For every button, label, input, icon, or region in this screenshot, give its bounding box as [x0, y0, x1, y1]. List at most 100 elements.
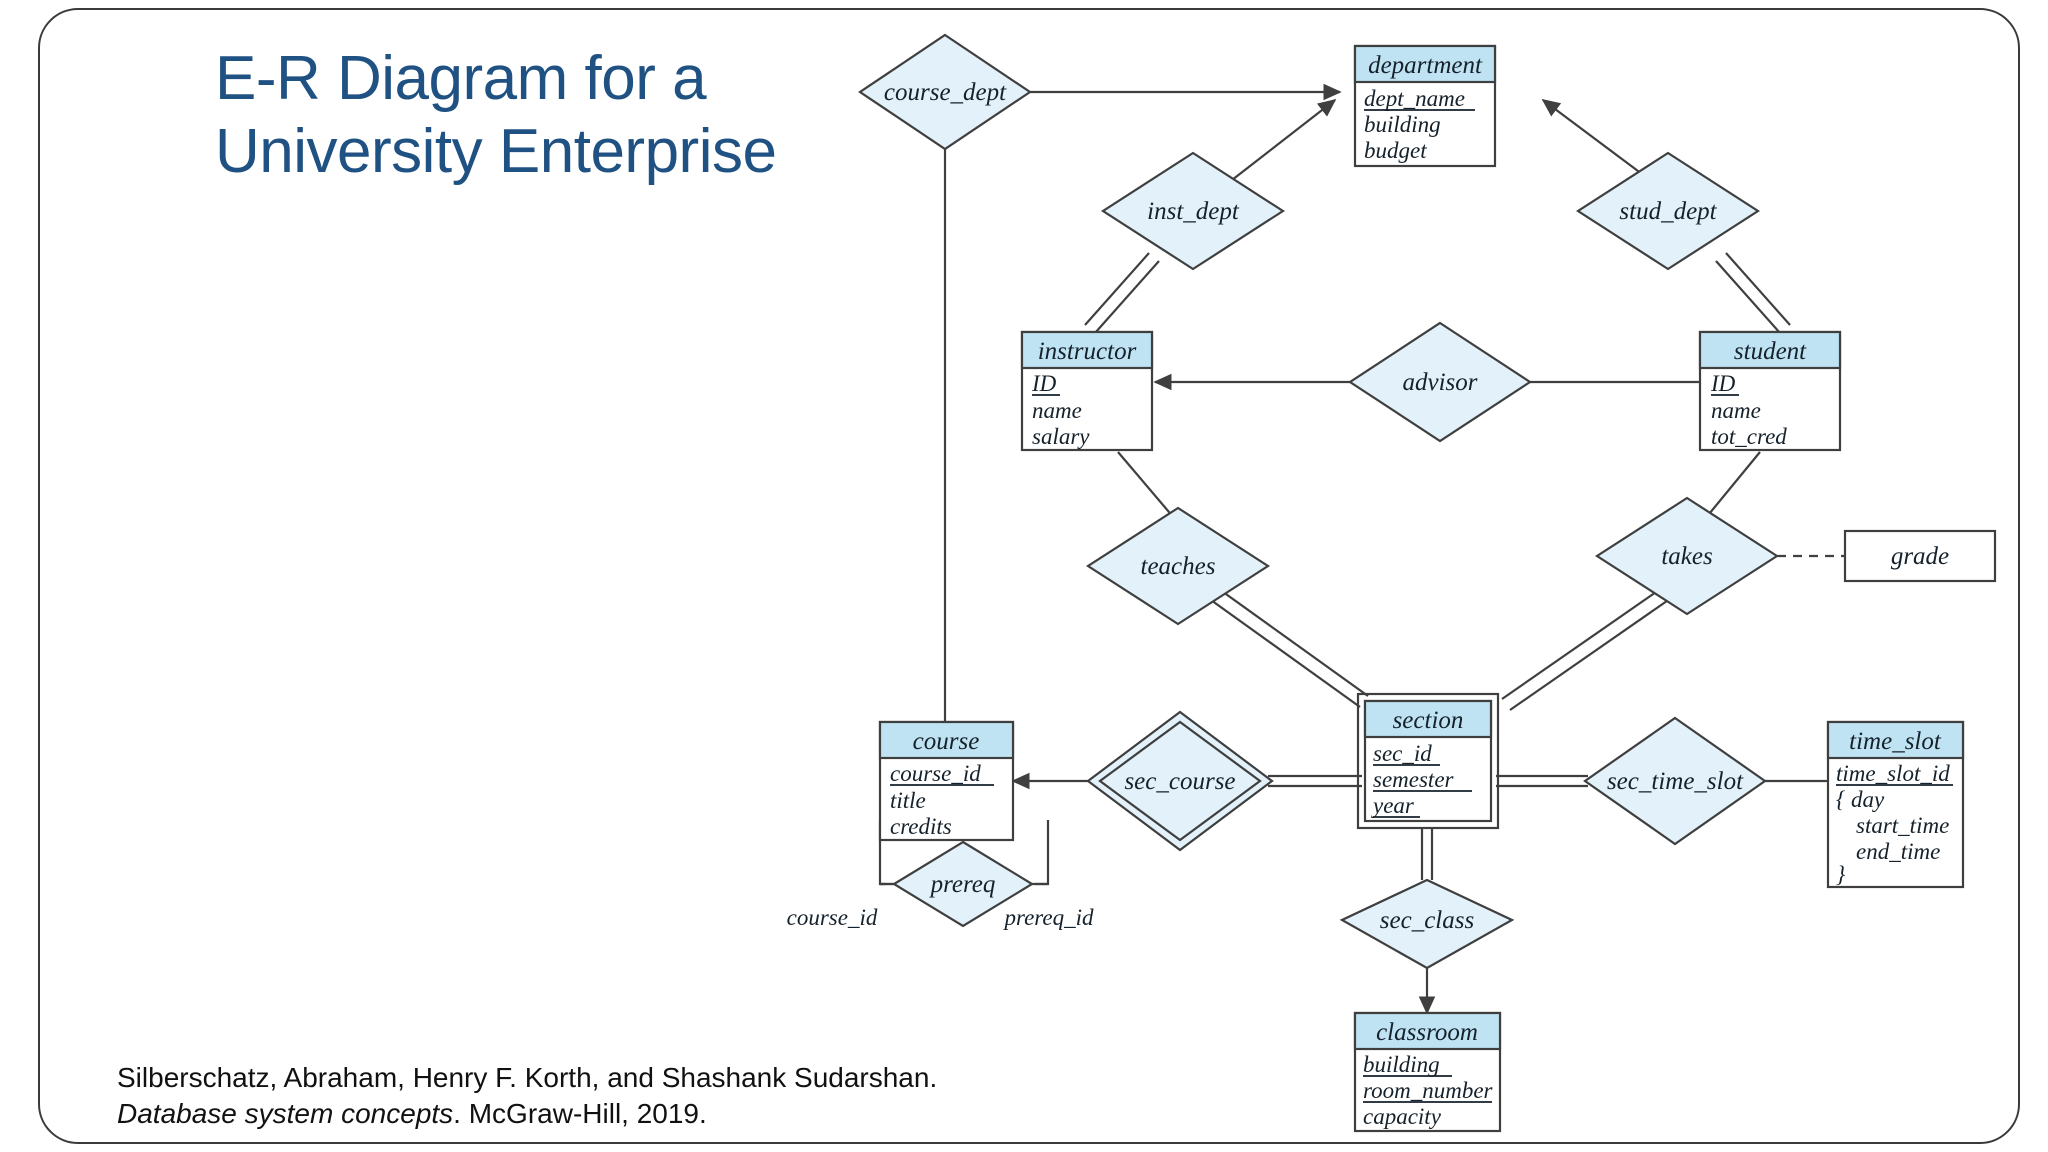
entity-instructor: instructor ID name salary: [1020, 330, 1154, 452]
sec-course-diamond-inner: [1098, 720, 1262, 842]
edge-stud-dept-student-a: [1725, 252, 1791, 326]
department-attr-2: budget: [1364, 138, 1427, 163]
edge-inst-dept-instructor-b: [1094, 260, 1160, 334]
sec-course-label: sec_course: [1124, 768, 1235, 795]
connections: [878, 83, 1845, 1015]
inst-dept-diamond[interactable]: [1100, 151, 1286, 271]
stud-dept-label: stud_dept: [1619, 198, 1717, 225]
citation-book-title: Database system concepts: [117, 1098, 454, 1130]
edge-inst-dept-department: [1231, 98, 1337, 181]
classroom-attr-2: capacity: [1363, 1104, 1442, 1129]
relationship-takes[interactable]: takes: [1594, 496, 1780, 616]
time-slot-header: [1826, 720, 1965, 760]
edge-stud-dept-student-b: [1715, 260, 1781, 334]
citation-authors: Silberschatz, Abraham, Henry F. Korth, a…: [117, 1062, 938, 1093]
sec-time-slot-label: sec_time_slot: [1607, 768, 1744, 795]
course-title: course: [913, 728, 980, 755]
student-attr-2: tot_cred: [1711, 424, 1787, 449]
section-attr-1: semester: [1373, 767, 1455, 792]
section-weak-outer-border: [1356, 692, 1500, 830]
section-attr-0: sec_id: [1373, 741, 1432, 766]
relationship-sec-course[interactable]: sec_course: [1086, 710, 1274, 852]
entity-section: section sec_id semester year: [1356, 692, 1500, 830]
time-slot-attr-2: start_time: [1856, 813, 1949, 838]
sec-time-slot-diamond[interactable]: [1583, 716, 1767, 846]
time-slot-attr-4: }: [1836, 862, 1845, 887]
sec-course-diamond-outer[interactable]: [1086, 710, 1274, 852]
edge-inst-dept-instructor-a: [1084, 252, 1150, 326]
entity-course: course course_id title credits: [878, 720, 1015, 842]
grade-label: grade: [1891, 543, 1949, 570]
course-header: [878, 720, 1015, 760]
department-header: [1353, 44, 1497, 84]
classroom-attr-1: room_number: [1363, 1078, 1494, 1103]
prereq-diamond[interactable]: [891, 840, 1035, 928]
relationship-inst-dept[interactable]: inst_dept: [1100, 151, 1286, 271]
edge-course-prereq-right: [1035, 820, 1050, 886]
instructor-title: instructor: [1038, 338, 1137, 365]
instructor-attr-1: name: [1032, 398, 1082, 423]
relationship-stud-dept[interactable]: stud_dept: [1575, 151, 1761, 271]
instructor-attr-0: ID: [1031, 371, 1057, 396]
student-attr-1: name: [1711, 398, 1761, 423]
entity-classroom: classroom building room_number capacity: [1353, 1011, 1502, 1133]
department-title: department: [1368, 52, 1483, 79]
role-label-prereq-id: prereq_id: [1002, 905, 1094, 930]
student-title: student: [1734, 338, 1807, 365]
citation: Silberschatz, Abraham, Henry F. Korth, a…: [117, 1060, 1017, 1133]
course-attr-1: title: [890, 788, 926, 813]
time-slot-attr-0: time_slot_id: [1836, 761, 1950, 786]
takes-diamond[interactable]: [1594, 496, 1780, 616]
advisor-label: advisor: [1403, 369, 1478, 396]
grade-box: [1843, 529, 1997, 583]
teaches-label: teaches: [1141, 553, 1216, 580]
time-slot-title: time_slot: [1849, 728, 1942, 755]
section-attr-2: year: [1371, 793, 1415, 818]
relationship-sec-class[interactable]: sec_class: [1339, 878, 1515, 970]
advisor-diamond[interactable]: [1347, 321, 1533, 443]
sec-class-label: sec_class: [1380, 907, 1474, 934]
classroom-attr-0: building: [1363, 1052, 1440, 1077]
section-header: [1363, 699, 1493, 739]
classroom-title: classroom: [1376, 1019, 1478, 1046]
sec-class-diamond[interactable]: [1339, 878, 1515, 970]
time-slot-attr-3: end_time: [1856, 839, 1940, 864]
course-dept-diamond[interactable]: [858, 33, 1032, 151]
role-label-course-id: course_id: [787, 905, 878, 930]
teaches-diamond[interactable]: [1085, 506, 1271, 626]
department-attr-0: dept_name: [1364, 86, 1465, 111]
edge-teaches-section-a: [1189, 584, 1361, 708]
student-attr-0: ID: [1710, 371, 1736, 396]
stud-dept-diamond[interactable]: [1575, 151, 1761, 271]
relationship-course-dept[interactable]: course_dept: [858, 33, 1032, 151]
relationship-sec-time-slot[interactable]: sec_time_slot: [1583, 716, 1767, 846]
citation-publisher: . McGraw-Hill, 2019.: [453, 1098, 707, 1130]
takes-label: takes: [1661, 543, 1712, 570]
attribute-grade: grade: [1843, 529, 1997, 583]
course-dept-label: course_dept: [884, 79, 1007, 106]
entity-department: department dept_name building budget: [1353, 44, 1497, 168]
department-attr-1: building: [1364, 112, 1441, 137]
classroom-header: [1353, 1011, 1502, 1051]
relationship-prereq[interactable]: prereq: [891, 840, 1035, 928]
inst-dept-label: inst_dept: [1147, 198, 1240, 225]
prereq-label: prereq: [929, 871, 996, 898]
page-title-line-1: E-R Diagram for a: [215, 44, 707, 113]
course-attr-0: course_id: [890, 761, 981, 786]
edge-stud-dept-department: [1541, 99, 1651, 181]
edge-teaches-section-b: [1197, 573, 1369, 697]
relationship-teaches[interactable]: teaches: [1085, 506, 1271, 626]
edge-takes-section-b: [1501, 573, 1683, 700]
entity-time-slot: time_slot time_slot_id { day start_time …: [1826, 720, 1965, 889]
relationship-advisor[interactable]: advisor: [1347, 321, 1533, 443]
student-header: [1698, 330, 1842, 370]
instructor-header: [1020, 330, 1154, 370]
entity-student: student ID name tot_cred: [1698, 330, 1842, 452]
edge-takes-section-a: [1509, 584, 1691, 711]
page-title-line-2: University Enterprise: [215, 117, 777, 187]
instructor-attr-2: salary: [1032, 424, 1090, 449]
time-slot-attr-1: { day: [1836, 787, 1885, 812]
section-title: section: [1393, 707, 1464, 734]
